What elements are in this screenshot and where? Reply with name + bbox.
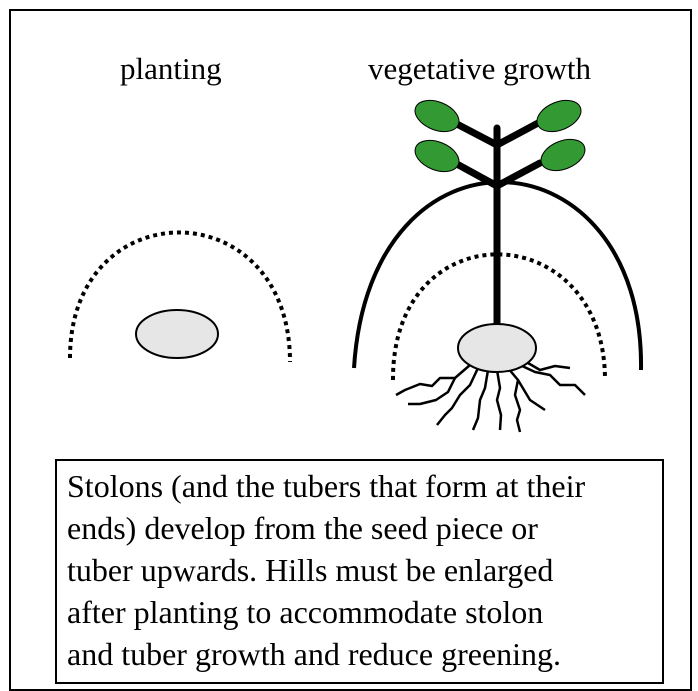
planting-stage [70, 232, 290, 362]
caption-line: tuber upwards. Hills must be enlarged [67, 549, 662, 591]
planting-seed-tuber [136, 310, 218, 358]
caption-line: ends) develop from the seed piece or [67, 507, 662, 549]
caption-line: Stolons (and the tubers that form at the… [67, 465, 662, 507]
plant-roots [396, 363, 585, 432]
caption-box: Stolons (and the tubers that form at the… [55, 459, 664, 684]
leaf [410, 94, 463, 137]
vegetative-growth-stage [354, 94, 641, 432]
plant-stem [453, 122, 540, 330]
leaf [536, 133, 589, 176]
caption-line: and tuber growth and reduce greening. [67, 633, 662, 675]
seed-tuber [458, 324, 536, 372]
leaf [532, 94, 585, 137]
caption-line: after planting to accommodate stolon [67, 591, 662, 633]
leaf [410, 134, 463, 177]
